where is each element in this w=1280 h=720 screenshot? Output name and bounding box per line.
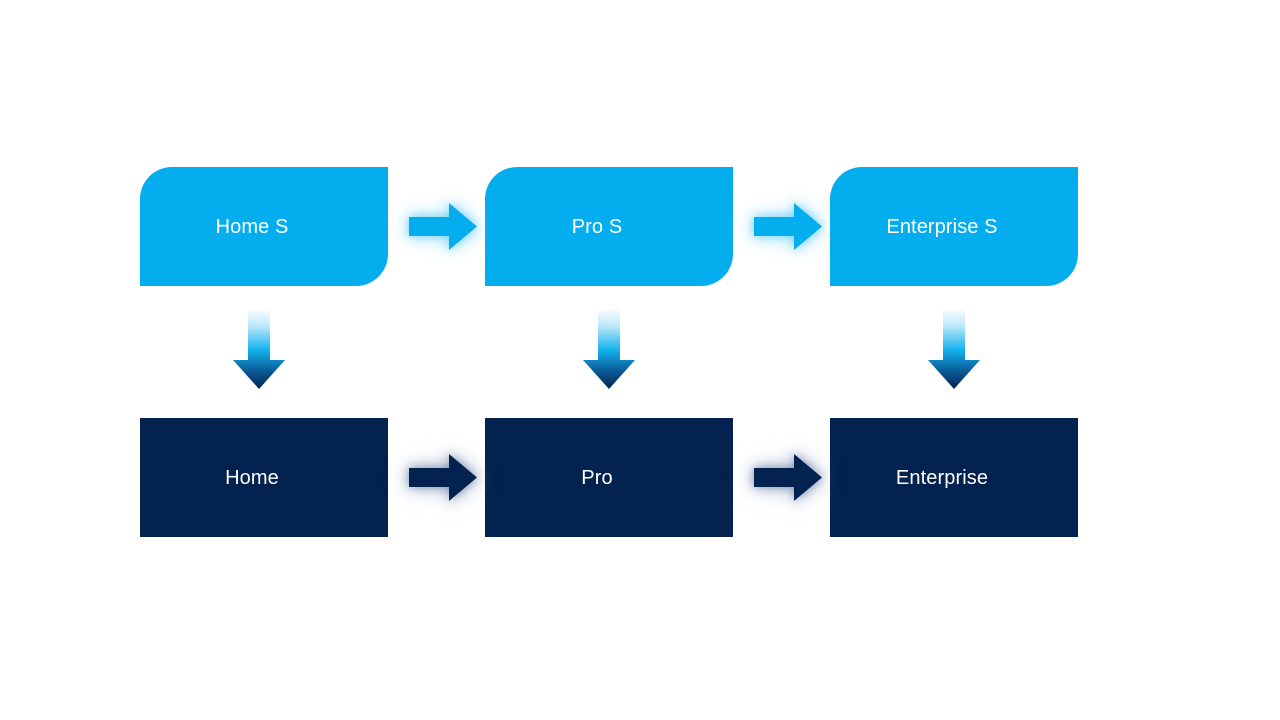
node-label: Enterprise S: [886, 215, 998, 238]
node-label: Pro: [581, 466, 613, 489]
node-label: Home S: [215, 215, 289, 238]
arrow-pro-s-to-enterprise-s: [754, 202, 823, 251]
node-home-s[interactable]: Home S: [140, 167, 388, 286]
node-pro[interactable]: Pro: [485, 418, 733, 537]
node-label: Home: [225, 466, 279, 489]
arrow-home-s-to-pro-s: [409, 202, 478, 251]
node-home[interactable]: Home: [140, 418, 388, 537]
arrow-home-to-pro: [409, 453, 478, 502]
node-label: Enterprise: [895, 466, 989, 489]
down-arrow-home: [232, 308, 286, 390]
down-arrow-pro: [582, 308, 636, 390]
down-arrow-enterprise: [927, 308, 981, 390]
node-pro-s[interactable]: Pro S: [485, 167, 733, 286]
arrow-pro-to-enterprise: [754, 453, 823, 502]
node-enterprise[interactable]: Enterprise: [830, 418, 1078, 537]
node-label: Pro S: [571, 215, 623, 238]
node-enterprise-s[interactable]: Enterprise S: [830, 167, 1078, 286]
